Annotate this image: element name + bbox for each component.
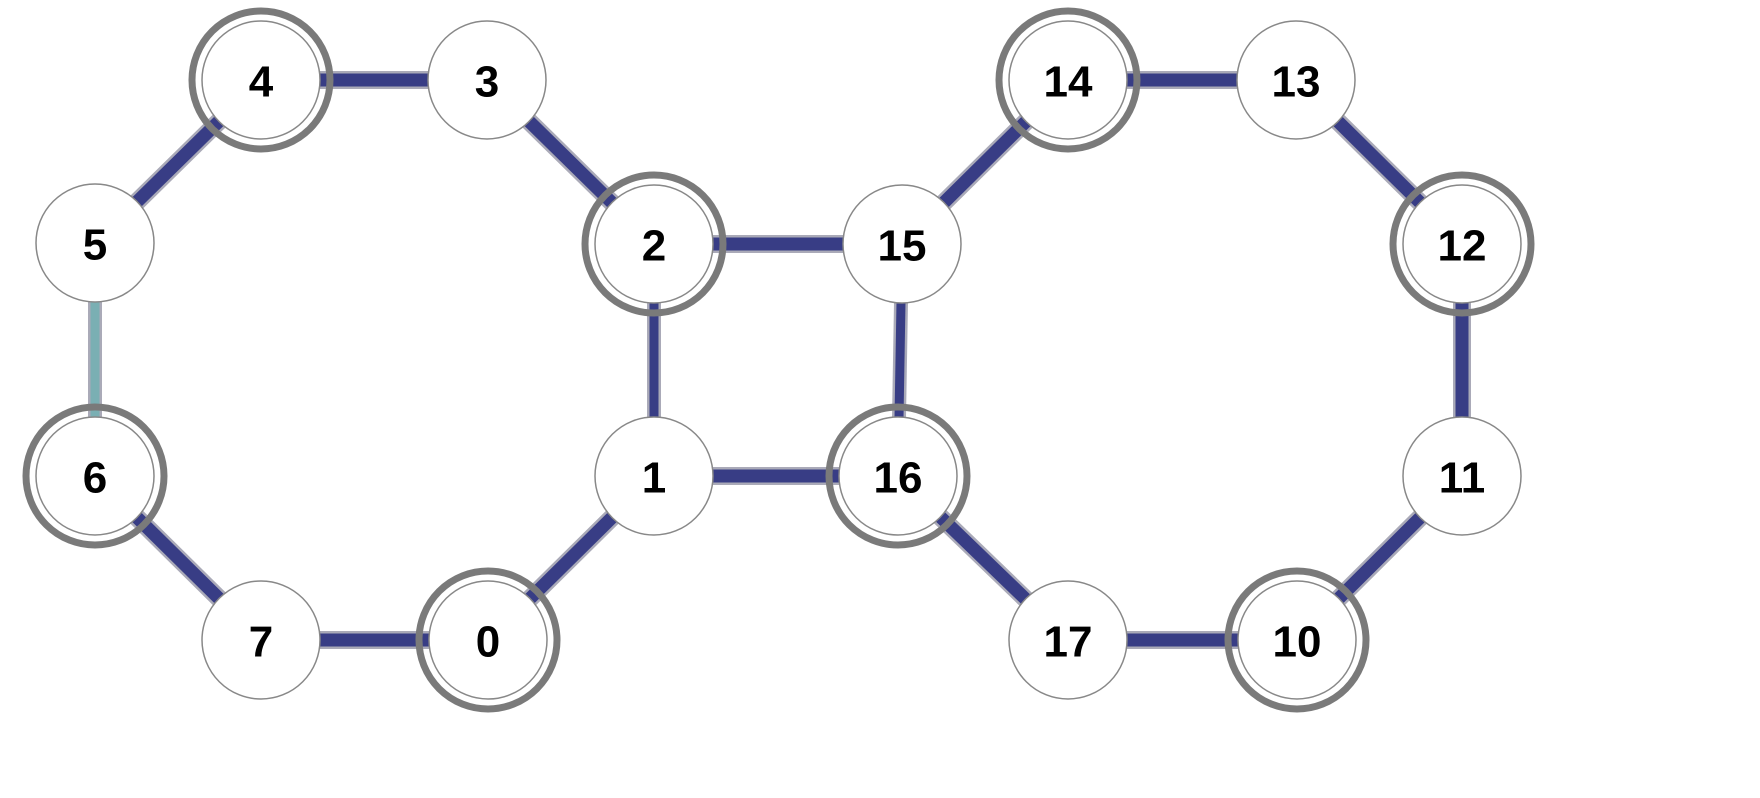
node-highlight-ring	[188, 7, 334, 153]
node-label: 3	[475, 58, 499, 107]
node-circle[interactable]	[1236, 20, 1356, 140]
node-highlight-ring	[581, 171, 727, 317]
node-circle[interactable]	[1237, 580, 1357, 700]
graph-node-5[interactable]: 5	[35, 183, 155, 303]
node-highlight-ring	[1389, 171, 1535, 317]
graph-node-16[interactable]: 16	[825, 403, 971, 549]
node-label: 2	[642, 222, 666, 271]
node-label: 0	[476, 618, 500, 667]
graph-node-14[interactable]: 14	[995, 7, 1141, 153]
node-label: 5	[83, 221, 107, 270]
node-highlight-ring	[22, 403, 168, 549]
graph-node-15[interactable]: 15	[842, 184, 962, 304]
node-circle[interactable]	[842, 184, 962, 304]
node-circle[interactable]	[594, 416, 714, 536]
node-circle[interactable]	[1008, 580, 1128, 700]
node-circle[interactable]	[35, 183, 155, 303]
node-circle[interactable]	[1402, 184, 1522, 304]
node-circle[interactable]	[427, 20, 547, 140]
node-label: 15	[878, 222, 927, 271]
node-circle[interactable]	[201, 580, 321, 700]
node-label: 10	[1273, 618, 1322, 667]
node-highlight-ring	[995, 7, 1141, 153]
node-highlight-ring	[825, 403, 971, 549]
node-circle[interactable]	[1008, 20, 1128, 140]
edge-layer	[88, 71, 1471, 649]
node-circle[interactable]	[1402, 416, 1522, 536]
node-label: 13	[1272, 58, 1321, 107]
node-label: 6	[83, 454, 107, 503]
node-circle[interactable]	[35, 416, 155, 536]
node-label: 4	[249, 58, 274, 107]
graph-node-13[interactable]: 13	[1236, 20, 1356, 140]
node-label: 16	[874, 454, 923, 503]
graph-node-11[interactable]: 11	[1402, 416, 1522, 536]
graph-node-6[interactable]: 6	[22, 403, 168, 549]
graph-node-0[interactable]: 0	[415, 567, 561, 713]
node-circle[interactable]	[428, 580, 548, 700]
graph-node-2[interactable]: 2	[581, 171, 727, 317]
node-label: 7	[249, 618, 273, 667]
graph-node-1[interactable]: 1	[594, 416, 714, 536]
graph-node-3[interactable]: 3	[427, 20, 547, 140]
node-circle[interactable]	[201, 20, 321, 140]
node-label: 11	[1439, 454, 1486, 503]
node-circle[interactable]	[838, 416, 958, 536]
graph-node-7[interactable]: 7	[201, 580, 321, 700]
node-circle[interactable]	[594, 184, 714, 304]
node-label: 17	[1044, 618, 1093, 667]
node-highlight-ring	[1224, 567, 1370, 713]
node-label: 14	[1044, 58, 1093, 107]
node-label: 12	[1438, 222, 1487, 271]
graph-node-17[interactable]: 17	[1008, 580, 1128, 700]
graph-node-10[interactable]: 10	[1224, 567, 1370, 713]
node-highlight-ring	[415, 567, 561, 713]
graph-node-4[interactable]: 4	[188, 7, 334, 153]
graph-node-12[interactable]: 12	[1389, 171, 1535, 317]
node-label: 1	[642, 454, 666, 503]
